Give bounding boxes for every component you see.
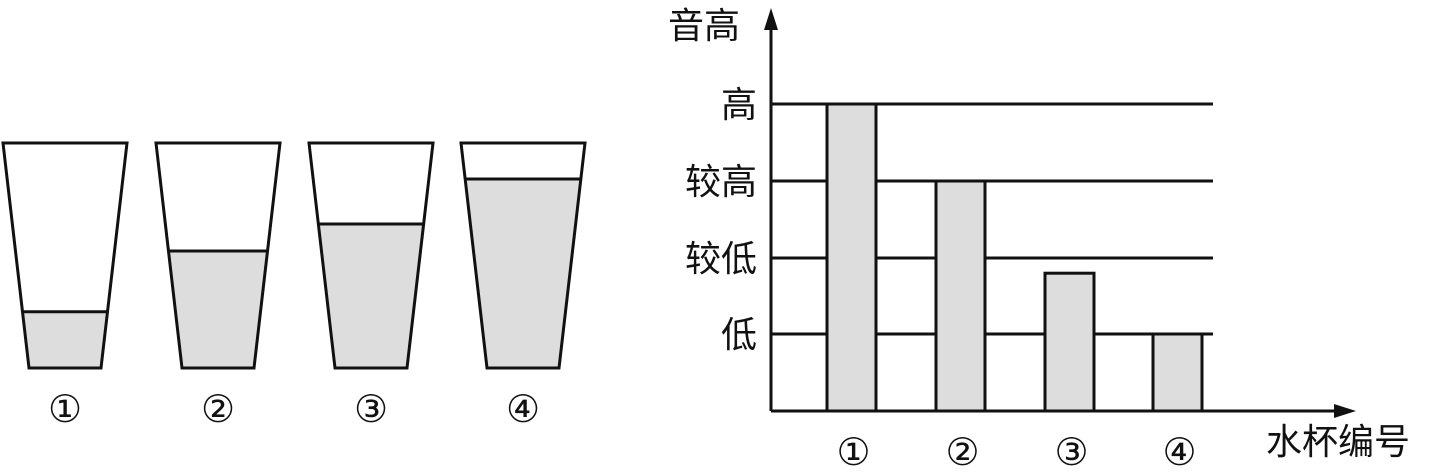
bar-1 — [825, 102, 878, 413]
x-tick-label: ① — [836, 430, 870, 472]
y-tick-label: 较低 — [685, 239, 757, 280]
cup-outline — [1, 141, 129, 370]
cup-3: ③ — [307, 141, 435, 431]
x-tick-label: ② — [945, 430, 979, 472]
water-fill — [318, 224, 424, 368]
y-tick-label: 较高 — [685, 162, 757, 203]
water-fill — [168, 251, 268, 368]
y-axis-title: 音高 — [668, 6, 740, 47]
cup-label: ① — [48, 387, 82, 431]
cup-4: ④ — [459, 141, 587, 431]
x-axis-arrow-icon — [1334, 404, 1356, 418]
y-tick-label: 高 — [721, 85, 757, 126]
cup-outline — [459, 141, 587, 370]
water-fill — [465, 179, 581, 368]
bar-2 — [934, 179, 987, 413]
cup-outline — [154, 141, 282, 370]
cup-1: ① — [1, 141, 129, 431]
cup-2: ② — [154, 141, 282, 431]
y-tick-label: 低 — [721, 315, 757, 356]
water-fill — [22, 311, 108, 368]
cup-label: ③ — [354, 387, 388, 431]
cup-label: ② — [201, 387, 235, 431]
cup-outline — [307, 141, 435, 370]
x-tick-label: ④ — [1162, 430, 1196, 472]
bar-3 — [1043, 271, 1096, 413]
cup-label: ④ — [506, 387, 540, 431]
bar-4 — [1151, 332, 1204, 413]
water-cups-diagram: ① ② ③ ④ — [1, 141, 587, 431]
x-tick-label: ③ — [1054, 430, 1088, 472]
x-axis-title: 水杯编号 — [1266, 422, 1410, 463]
y-axis-arrow-icon — [764, 8, 778, 30]
